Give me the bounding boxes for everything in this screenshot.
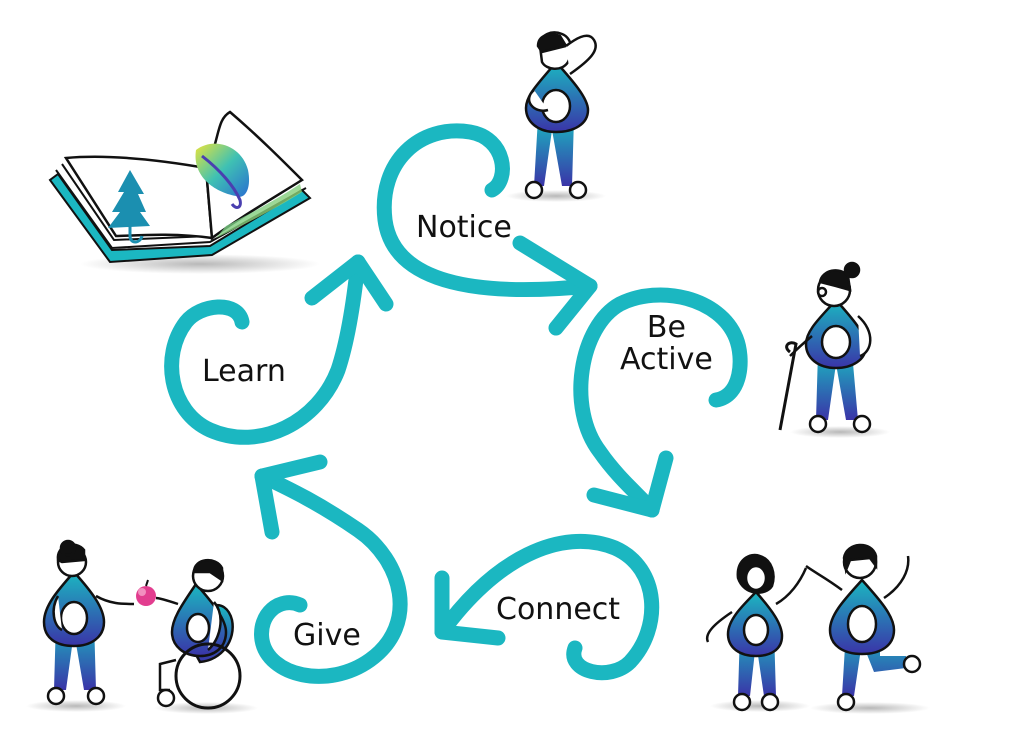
learn-arrowhead: [304, 254, 394, 312]
be-active-label-line2: Active: [620, 342, 713, 377]
two-people-high-five-icon: [705, 543, 930, 714]
give-arrow: [254, 468, 408, 684]
open-book-icon: [48, 110, 320, 274]
person-giving-apple-icon: [26, 539, 135, 712]
notice-arrowhead: [512, 235, 598, 336]
notice-arrow: [376, 123, 598, 298]
wheelchair-user-icon: [154, 559, 258, 714]
connect-arrowhead: [434, 570, 506, 646]
notice-label: Notice: [416, 210, 512, 245]
learn-arrow: [164, 254, 366, 445]
be-active-label-line1: Be: [646, 310, 686, 345]
give-arrowhead: [254, 454, 328, 540]
learn-label: Learn: [202, 354, 286, 389]
be-active-arrow: [573, 287, 748, 518]
be-active-arrowhead: [586, 450, 674, 518]
apple-icon: [136, 579, 156, 606]
connect-label: Connect: [496, 592, 621, 627]
be-active-label: Be Active: [620, 312, 713, 376]
person-shading-eyes-icon: [506, 31, 606, 202]
give-label: Give: [293, 618, 361, 653]
connect-arrow: [434, 533, 660, 681]
person-with-cane-icon: [778, 261, 890, 438]
